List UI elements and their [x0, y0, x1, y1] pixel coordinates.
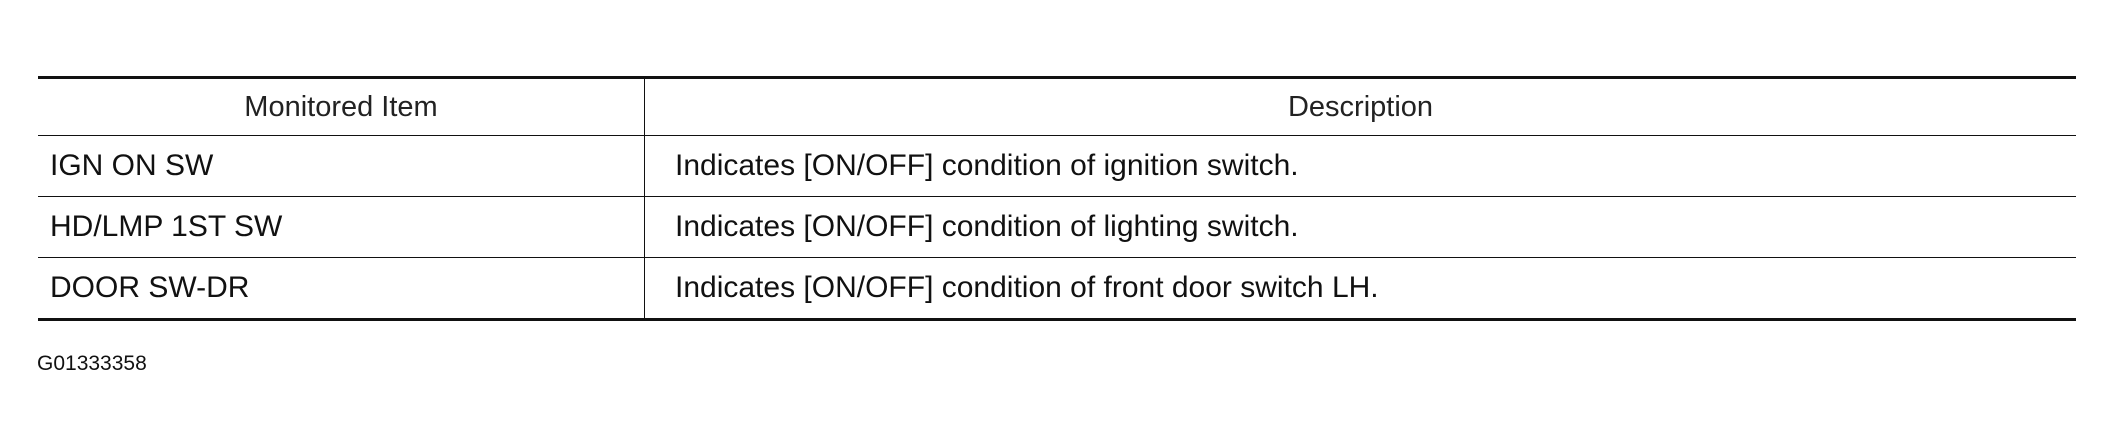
row-description-cell: Indicates [ON/OFF] condition of front do…	[675, 271, 1379, 304]
monitored-items-table: Monitored Item Description IGN ON SW Ind…	[38, 76, 2076, 321]
table-header-row: Monitored Item Description	[38, 77, 2076, 136]
monitored-items-table-container: Monitored Item Description IGN ON SW Ind…	[38, 76, 2076, 321]
row-item-cell: HD/LMP 1ST SW	[38, 196, 645, 258]
row-description-cell: Indicates [ON/OFF] condition of lighting…	[644, 196, 2076, 258]
table-row: IGN ON SW Indicates [ON/OFF] condition o…	[38, 135, 2076, 197]
row-item-cell: DOOR SW-DR	[38, 257, 645, 320]
row-item-cell: IGN ON SW	[38, 135, 645, 197]
table-row: HD/LMP 1ST SW Indicates [ON/OFF] conditi…	[38, 196, 2076, 258]
table-row: DOOR SW-DR Indicates [ON/OFF] condition …	[38, 257, 2076, 320]
header-description: Description	[644, 77, 2076, 136]
header-monitored-item: Monitored Item	[38, 77, 645, 136]
figure-id-label: G01333358	[37, 352, 147, 375]
row-description-cell: Indicates [ON/OFF] condition of ignition…	[644, 135, 2076, 197]
